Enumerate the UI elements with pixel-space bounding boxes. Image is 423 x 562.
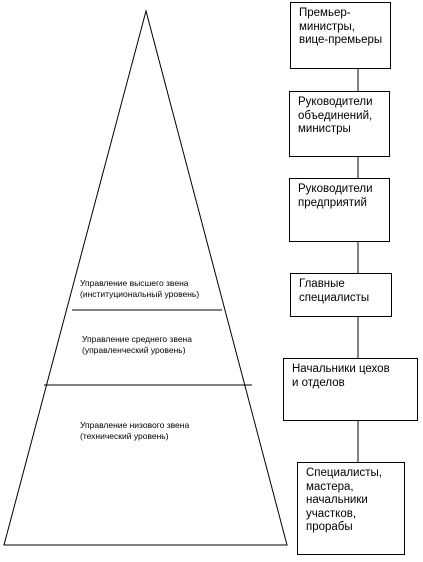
position-line: вице-премьеры <box>299 34 383 46</box>
position-box-enterprise-heads: Руководители предприятий <box>289 178 390 242</box>
position-line: мастера, <box>306 480 354 493</box>
position-line: Главные <box>299 278 345 290</box>
management-pyramid <box>3 9 288 546</box>
position-box-association-heads: Руководители объединений, министры <box>289 91 390 157</box>
position-line: специалисты <box>299 291 370 304</box>
position-line: министры <box>298 123 351 135</box>
position-line: министры, <box>299 20 355 33</box>
position-box-prime-ministers: Премьер- министры, вице-премьеры <box>290 2 391 69</box>
level-bottom-subtitle: (технический уровень) <box>80 431 169 441</box>
position-line: Начальники цехов <box>292 363 390 375</box>
position-line: прорабы <box>306 521 353 533</box>
pyramid-level-bottom-label: Управление низового звена (технический у… <box>80 420 189 442</box>
level-bottom-name: Управление низового звена <box>80 420 190 430</box>
pyramid-level-middle-label: Управление среднего звена (управленчески… <box>82 334 192 356</box>
level-top-subtitle: (институциональный уровень) <box>80 289 200 299</box>
position-line: Руководители <box>298 96 373 108</box>
position-line: начальники <box>306 494 368 506</box>
position-line: Премьер- <box>299 7 351 19</box>
position-line: Руководители <box>298 183 373 195</box>
position-line: и отделов <box>292 376 345 389</box>
position-box-chief-specialists: Главные специалисты <box>290 273 392 317</box>
position-line: объединений, <box>298 109 373 122</box>
level-middle-name: Управление среднего звена <box>82 334 192 344</box>
level-top-name: Управление высшего звена <box>80 278 189 288</box>
position-box-specialists-foremen: Специалисты, мастера, начальники участко… <box>297 462 405 555</box>
position-line: предприятий <box>298 196 367 209</box>
position-box-department-heads: Начальники цехов и отделов <box>283 358 418 421</box>
position-line: участков, <box>306 507 357 520</box>
pyramid-level-top-label: Управление высшего звена (институциональ… <box>80 278 199 300</box>
level-middle-subtitle: (управленческий уровень) <box>82 345 186 355</box>
position-line: Специалисты, <box>306 467 382 479</box>
